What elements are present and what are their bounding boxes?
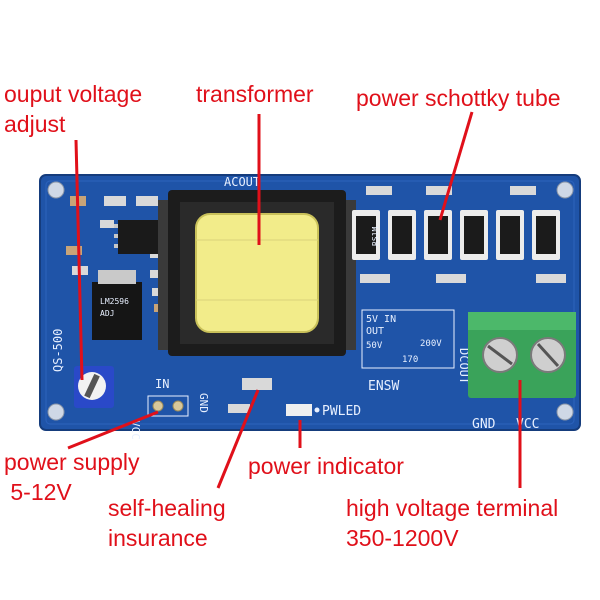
voltage-regulator: LM2596 ADJ — [92, 270, 142, 340]
out-silkscreen: OUT — [366, 326, 384, 337]
label-self-healing-line1: self-healing — [108, 495, 226, 521]
input-header: IN VCC GND — [129, 377, 210, 440]
terminal-block — [468, 312, 576, 398]
acout-silkscreen: ACOUT — [224, 175, 260, 189]
vcc-silkscreen-left: VCC — [129, 420, 142, 440]
label-self-healing-line2: insurance — [108, 525, 208, 551]
gnd-silkscreen-right: GND — [472, 417, 496, 432]
label-output-voltage-adjust-line1: ouput voltage — [4, 81, 143, 107]
five-v-in-silkscreen: 5V IN — [366, 314, 396, 325]
regulator-marking-2: ADJ — [100, 309, 114, 318]
pwled-silkscreen: PWLED — [322, 404, 361, 419]
v170-silkscreen: 170 — [402, 355, 418, 365]
v50-silkscreen: 50V — [366, 341, 383, 351]
led-component — [286, 404, 320, 416]
ic-chip — [114, 220, 162, 254]
schottky-diodes — [352, 210, 560, 260]
label-transformer: transformer — [196, 81, 314, 107]
fuse-component — [228, 378, 272, 413]
ensw-silkscreen: ENSW — [368, 379, 399, 394]
vcc-silkscreen-right: VCC — [516, 417, 539, 432]
smd-row-top — [360, 186, 566, 283]
v200-silkscreen: 200V — [420, 339, 442, 349]
label-high-voltage-terminal-line1: high voltage terminal — [346, 495, 559, 521]
diode-marking: RS1M — [371, 227, 380, 246]
transformer-component — [158, 190, 356, 356]
jumper-area: 5V IN OUT 50V 200V 170 — [361, 309, 455, 369]
annotation-pointers — [67, 111, 522, 489]
label-high-voltage-terminal-line2: 350-1200V — [346, 525, 459, 551]
regulator-marking-1: LM2596 — [100, 297, 129, 306]
label-output-voltage-adjust-line2: adjust — [4, 111, 66, 137]
label-power-indicator: power indicator — [248, 453, 404, 479]
in-silkscreen: IN — [155, 377, 169, 391]
label-power-supply-line2: 5-12V — [4, 479, 72, 505]
label-power-supply-line1: power supply — [4, 449, 140, 475]
potentiometer — [74, 366, 114, 408]
gnd-silkscreen-left: GND — [197, 393, 210, 413]
label-power-schottky-tube: power schottky tube — [356, 85, 561, 111]
model-silkscreen: QS-500 — [51, 329, 65, 372]
dcout-silkscreen: DCOUT — [457, 348, 471, 384]
